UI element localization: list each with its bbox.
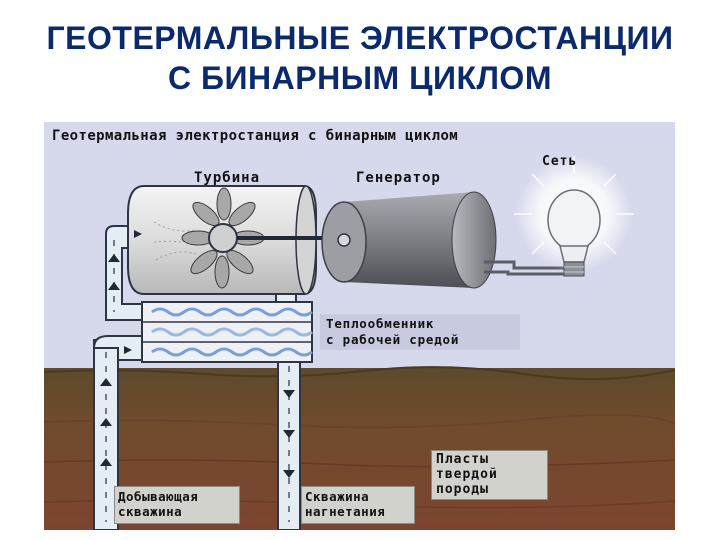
injection-well-label-box: Скважина нагнетания (301, 486, 415, 524)
heat-exchanger (141, 301, 313, 363)
heat-exchanger-label-line-2: с рабочей средой (326, 332, 460, 347)
production-well-label-box: Добывающая скважина (114, 486, 240, 524)
generator-icon (321, 191, 497, 289)
rock-layers-label-line-3: породы (436, 482, 489, 497)
grid-label: Сеть (542, 154, 578, 169)
turbine-label: Турбина (194, 170, 261, 186)
power-line (484, 260, 566, 276)
diagram-graphics (44, 156, 675, 530)
light-bulb-icon (514, 156, 634, 277)
heat-exchanger-label-box: Теплообменник с рабочей средой (320, 314, 520, 350)
turbine-icon (127, 185, 317, 295)
heat-exchanger-label-line-1: Теплообменник (326, 316, 435, 331)
generator-label: Генератор (356, 170, 441, 186)
slide-title-line-1: ГЕОТЕРМАЛЬНЫЕ ЭЛЕКТРОСТАНЦИИ (46, 20, 674, 56)
production-well-label-line-1: Добывающая (118, 489, 199, 504)
rock-layers-label-box: Пласты твердой породы (431, 450, 548, 500)
injection-well-label-line-1: Скважина (305, 489, 370, 504)
production-well-label: Добывающая скважина (118, 489, 198, 519)
binary-cycle-diagram: Геотермальная электростанция с бинарным … (44, 122, 675, 530)
heat-exchanger-label: Теплообменник с рабочей средой (326, 316, 459, 348)
figure-caption: Геотермальная электростанция с бинарным … (52, 128, 459, 144)
rock-layers-label-line-2: твердой (436, 467, 498, 482)
injection-well-label: Скважина нагнетания (305, 489, 385, 519)
injection-well-label-line-2: нагнетания (305, 504, 386, 519)
slide-title-line-2: С БИНАРНЫМ ЦИКЛОМ (168, 60, 552, 96)
flow-arrow-icon (100, 230, 295, 478)
production-well-label-line-2: скважина (118, 504, 183, 519)
rock-layers-label: Пласты твердой породы (436, 452, 498, 497)
slide-title: ГЕОТЕРМАЛЬНЫЕ ЭЛЕКТРОСТАНЦИИ С БИНАРНЫМ … (0, 18, 720, 98)
rock-layers-label-line-1: Пласты (436, 452, 489, 467)
